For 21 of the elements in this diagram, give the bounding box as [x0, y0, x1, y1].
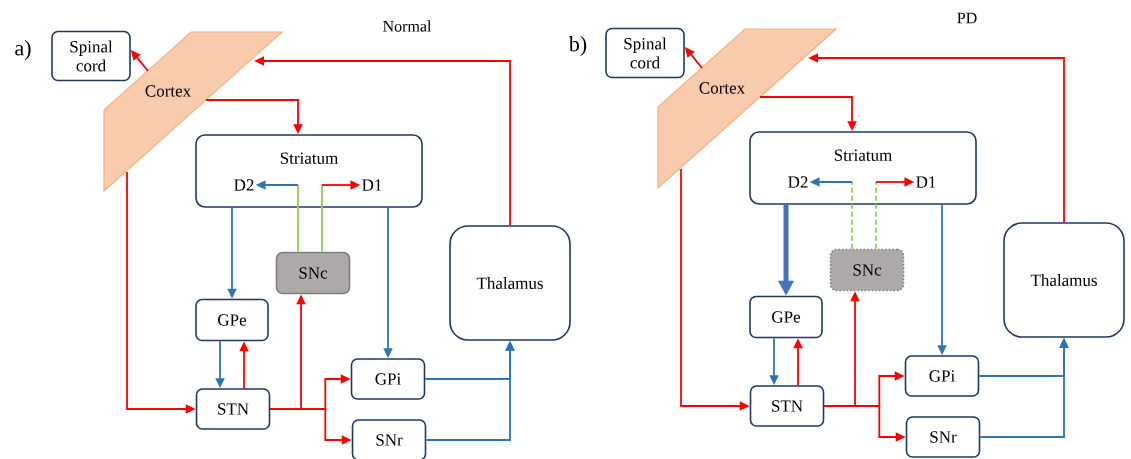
region-box: SNc: [275, 251, 351, 295]
receptor-label: D2: [788, 176, 808, 188]
region-box: Spinal cord: [605, 27, 685, 79]
region-box: STN: [749, 385, 825, 427]
region-box: GPi: [904, 355, 980, 397]
panel-title: Normal: [383, 20, 432, 32]
panel-label: a): [15, 40, 31, 60]
region-box: Thalamus: [449, 225, 571, 341]
region-box: SNr: [351, 419, 427, 459]
region-box: GPi: [350, 358, 426, 400]
receptor-label: D1: [362, 179, 382, 191]
panel-title: PD: [957, 12, 977, 24]
region-box: SNr: [905, 416, 981, 458]
region-box: SNc: [829, 248, 905, 292]
region-box: GPe: [195, 298, 269, 342]
region-box: Thalamus: [1003, 222, 1125, 338]
receptor-label: D2: [234, 179, 254, 191]
region-box: Spinal cord: [51, 30, 131, 82]
region-box: GPe: [749, 295, 823, 339]
receptor-label: D1: [916, 176, 936, 188]
region-box: STN: [195, 388, 271, 430]
